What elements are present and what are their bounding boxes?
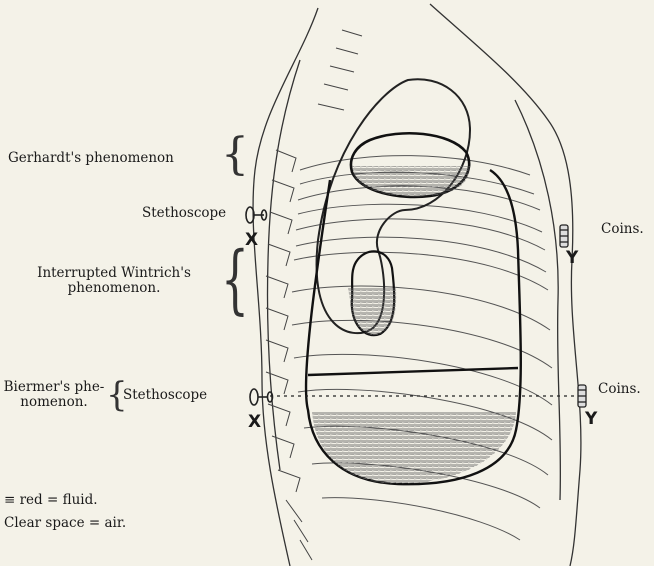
interrupted-wintrich-label: Interrupted Wintrich's phenomenon.	[8, 266, 220, 296]
stethoscope-top-icon	[246, 207, 267, 223]
interrupted-line2: phenomenon.	[8, 281, 220, 296]
stethoscope-top-label: Stethoscope	[142, 206, 226, 221]
biermer-line1: Biermer's phe-	[2, 380, 106, 395]
gerhardt-brace: {	[221, 133, 249, 177]
upper-fluid	[352, 166, 470, 197]
lower-fluid	[312, 412, 516, 484]
y-top-label: Y	[566, 248, 578, 268]
gerhardt-label: Gerhardt's phenomenon	[8, 151, 174, 166]
legend-air: Clear space = air.	[4, 516, 126, 531]
coins-top-label: Coins.	[601, 222, 644, 237]
biermer-label: Biermer's phe- nomenon.	[2, 380, 106, 410]
interrupted-brace: {	[221, 244, 249, 319]
middle-fluid	[348, 288, 396, 335]
coins-bottom-label: Coins.	[598, 382, 641, 397]
x-bottom-label: X	[248, 412, 261, 432]
biermer-line2: nomenon.	[2, 395, 106, 410]
stethoscope-bottom-icon	[250, 389, 273, 405]
legend-fluid: ≡ red = fluid.	[4, 493, 98, 508]
interrupted-line1: Interrupted Wintrich's	[8, 266, 220, 281]
y-bottom-label: Y	[585, 409, 597, 429]
fluid-level-line	[308, 368, 518, 375]
stethoscope-bottom-label: Stethoscope	[123, 388, 207, 403]
coins-top-icon	[560, 225, 568, 247]
coins-bottom-icon	[578, 385, 586, 407]
